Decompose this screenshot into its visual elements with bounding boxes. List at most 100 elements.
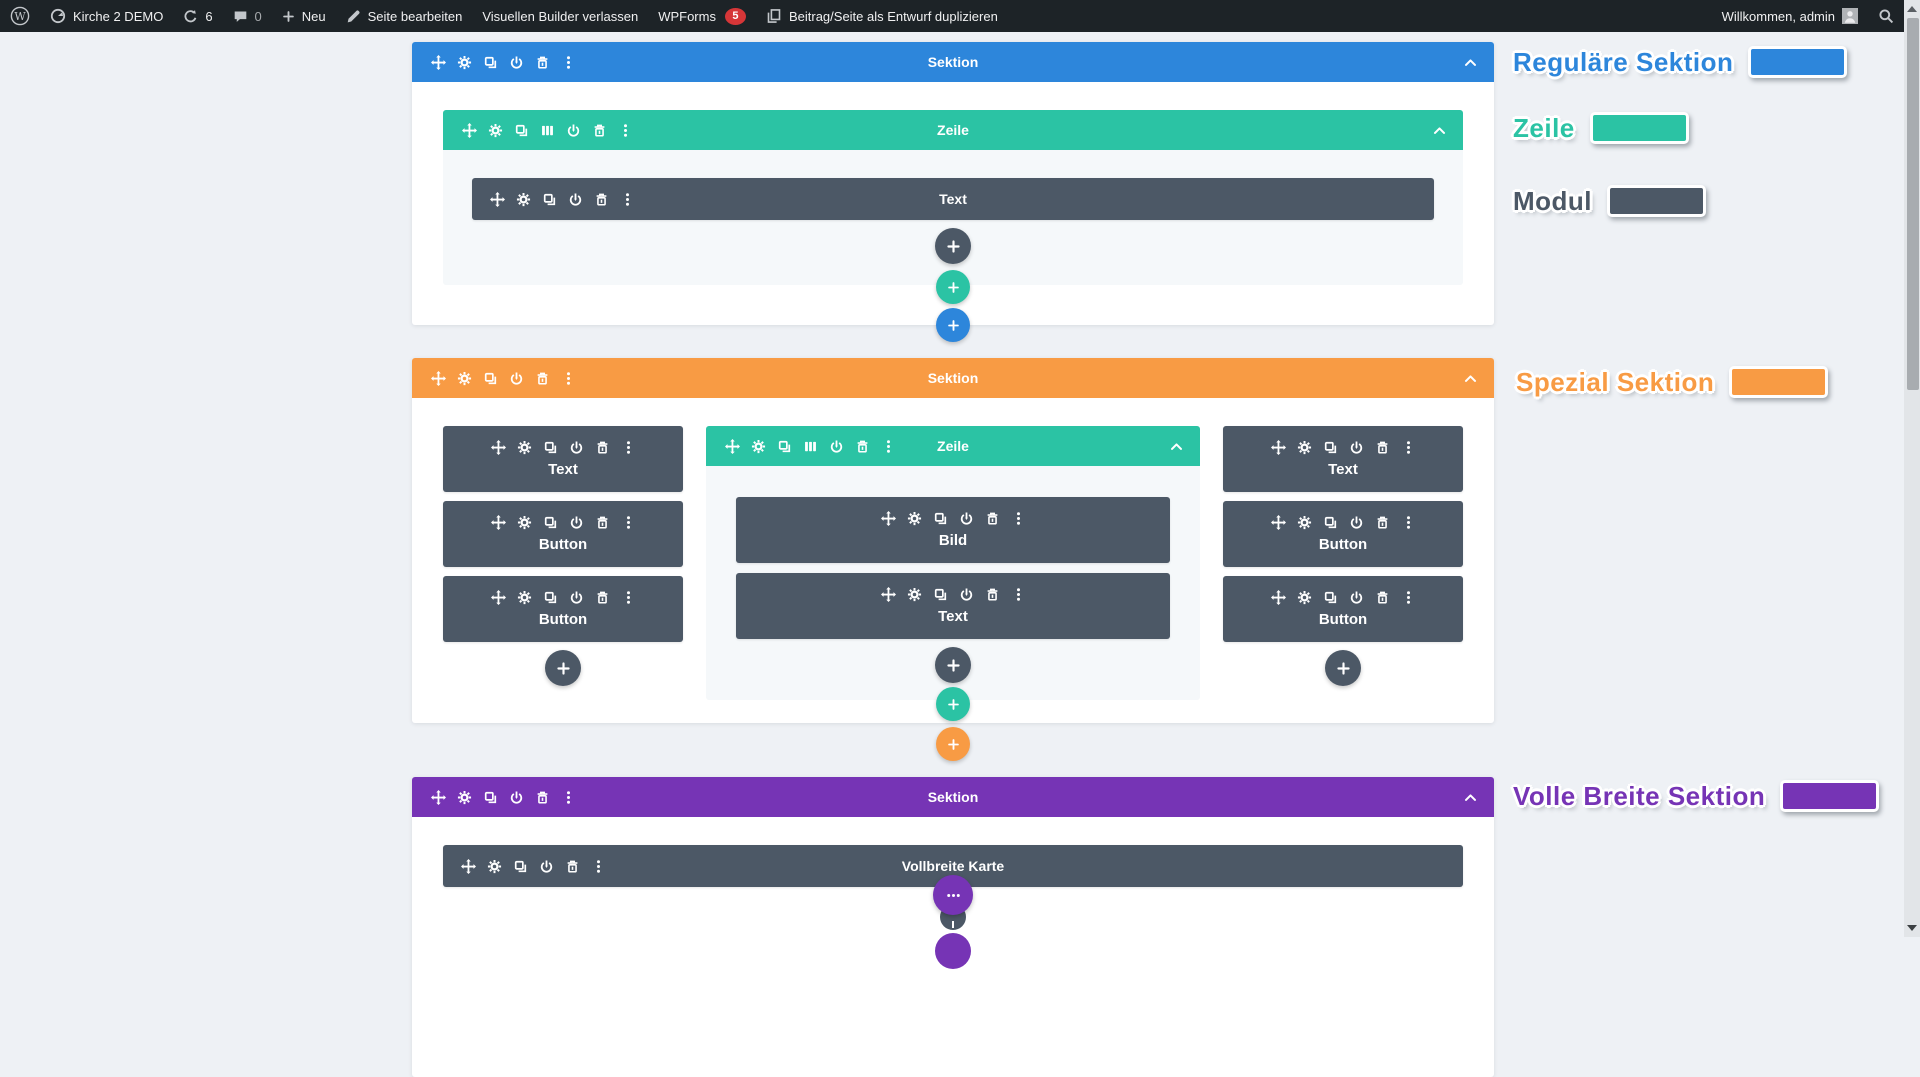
move-icon[interactable] — [431, 55, 446, 70]
more-vertical-icon[interactable] — [591, 859, 606, 874]
trash-icon[interactable] — [595, 440, 610, 455]
module-text[interactable]: Text — [472, 178, 1434, 220]
add-row-button[interactable] — [936, 270, 970, 304]
search-toggle[interactable] — [1868, 0, 1904, 32]
duplicate-icon[interactable] — [483, 371, 498, 386]
duplicate-icon[interactable] — [543, 440, 558, 455]
move-icon[interactable] — [431, 790, 446, 805]
duplicate-icon[interactable] — [542, 192, 557, 207]
module-button[interactable]: Button — [443, 501, 683, 567]
gear-icon[interactable] — [516, 192, 531, 207]
duplicate-icon[interactable] — [777, 439, 792, 454]
gear-icon[interactable] — [907, 511, 922, 526]
more-vertical-icon[interactable] — [881, 439, 896, 454]
more-vertical-icon[interactable] — [1011, 511, 1026, 526]
chevron-up-icon[interactable] — [1169, 439, 1184, 454]
trash-icon[interactable] — [985, 511, 1000, 526]
duplicate-icon[interactable] — [514, 123, 529, 138]
duplicate-icon[interactable] — [543, 590, 558, 605]
row-header[interactable]: Zeile — [443, 110, 1463, 150]
add-module-button[interactable] — [545, 650, 581, 686]
row-header[interactable]: Zeile — [706, 426, 1200, 466]
move-icon[interactable] — [1271, 590, 1286, 605]
module-button[interactable]: Button — [1223, 576, 1463, 642]
edit-page-menu[interactable]: Seite bearbeiten — [336, 0, 473, 32]
power-icon[interactable] — [569, 590, 584, 605]
power-icon[interactable] — [959, 587, 974, 602]
section-header[interactable]: Sektion — [412, 42, 1494, 82]
module-image[interactable]: Bild — [736, 497, 1170, 563]
site-name-menu[interactable]: Kirche 2 DEMO — [40, 0, 173, 32]
move-icon[interactable] — [881, 587, 896, 602]
move-icon[interactable] — [881, 511, 896, 526]
gear-icon[interactable] — [751, 439, 766, 454]
trash-icon[interactable] — [855, 439, 870, 454]
section-header[interactable]: Sektion — [412, 777, 1494, 817]
move-icon[interactable] — [491, 440, 506, 455]
move-icon[interactable] — [490, 192, 505, 207]
columns-icon[interactable] — [803, 439, 818, 454]
duplicate-icon[interactable] — [933, 511, 948, 526]
trash-icon[interactable] — [595, 590, 610, 605]
chevron-up-icon[interactable] — [1463, 790, 1478, 805]
trash-icon[interactable] — [595, 515, 610, 530]
module-button[interactable]: Button — [1223, 501, 1463, 567]
trash-icon[interactable] — [592, 123, 607, 138]
gear-icon[interactable] — [1297, 590, 1312, 605]
scrollbar-up-arrow[interactable] — [1907, 6, 1917, 12]
trash-icon[interactable] — [535, 55, 550, 70]
trash-icon[interactable] — [1375, 590, 1390, 605]
add-section-button[interactable] — [936, 308, 970, 342]
more-vertical-icon[interactable] — [561, 371, 576, 386]
columns-icon[interactable] — [540, 123, 555, 138]
module-text[interactable]: Text — [736, 573, 1170, 639]
duplicate-icon[interactable] — [1323, 515, 1338, 530]
add-module-button[interactable] — [935, 228, 971, 264]
gear-icon[interactable] — [457, 790, 472, 805]
more-vertical-icon[interactable] — [1401, 590, 1416, 605]
duplicate-icon[interactable] — [933, 587, 948, 602]
power-icon[interactable] — [1349, 440, 1364, 455]
move-icon[interactable] — [491, 515, 506, 530]
gear-icon[interactable] — [1297, 440, 1312, 455]
chevron-up-icon[interactable] — [1463, 371, 1478, 386]
power-icon[interactable] — [566, 123, 581, 138]
move-icon[interactable] — [1271, 440, 1286, 455]
gear-icon[interactable] — [517, 440, 532, 455]
more-vertical-icon[interactable] — [1011, 587, 1026, 602]
new-content-menu[interactable]: Neu — [272, 0, 336, 32]
module-text[interactable]: Text — [443, 426, 683, 492]
move-icon[interactable] — [491, 590, 506, 605]
power-icon[interactable] — [568, 192, 583, 207]
gear-icon[interactable] — [487, 859, 502, 874]
scrollbar-down-arrow[interactable] — [1907, 925, 1917, 931]
duplicate-icon[interactable] — [1323, 440, 1338, 455]
more-vertical-icon[interactable] — [1401, 440, 1416, 455]
trash-icon[interactable] — [594, 192, 609, 207]
duplicate-icon[interactable] — [483, 55, 498, 70]
move-icon[interactable] — [1271, 515, 1286, 530]
more-vertical-icon[interactable] — [1401, 515, 1416, 530]
move-icon[interactable] — [461, 859, 476, 874]
power-icon[interactable] — [1349, 515, 1364, 530]
trash-icon[interactable] — [1375, 515, 1390, 530]
gear-icon[interactable] — [488, 123, 503, 138]
scrollbar[interactable] — [1904, 0, 1920, 937]
exit-visual-builder-menu[interactable]: Visuellen Builder verlassen — [472, 0, 648, 32]
gear-icon[interactable] — [517, 515, 532, 530]
more-vertical-icon[interactable] — [621, 440, 636, 455]
updates-menu[interactable]: 6 — [173, 0, 222, 32]
gear-icon[interactable] — [1297, 515, 1312, 530]
chevron-up-icon[interactable] — [1463, 55, 1478, 70]
duplicate-post-menu[interactable]: Beitrag/Seite als Entwurf duplizieren — [756, 0, 1008, 32]
chevron-up-icon[interactable] — [1432, 123, 1447, 138]
add-section-button[interactable] — [936, 727, 970, 761]
power-icon[interactable] — [509, 55, 524, 70]
power-icon[interactable] — [509, 790, 524, 805]
move-icon[interactable] — [431, 371, 446, 386]
gear-icon[interactable] — [907, 587, 922, 602]
gear-icon[interactable] — [457, 371, 472, 386]
trash-icon[interactable] — [985, 587, 1000, 602]
more-vertical-icon[interactable] — [620, 192, 635, 207]
move-icon[interactable] — [462, 123, 477, 138]
